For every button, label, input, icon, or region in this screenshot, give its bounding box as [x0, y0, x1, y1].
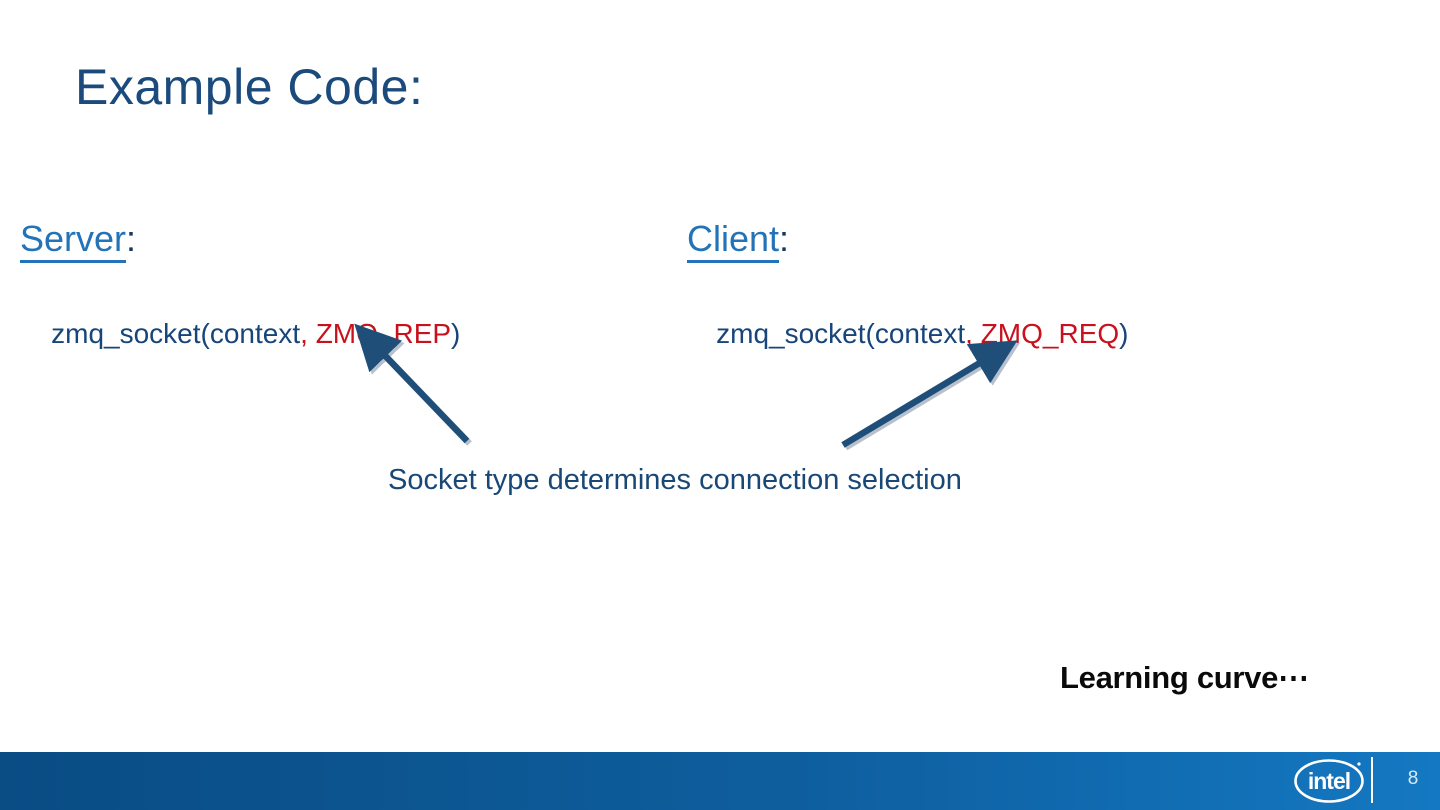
footer-bar	[0, 752, 1440, 810]
arrow-left	[354, 323, 470, 444]
footer-separator	[1371, 757, 1373, 803]
client-code-comma: ,	[965, 318, 981, 349]
client-code-pre: zmq_socket(context	[716, 318, 966, 349]
server-code-close: )	[451, 318, 461, 349]
client-heading: Client:	[687, 218, 790, 263]
server-heading: Server:	[20, 218, 137, 263]
slide-title: Example Code:	[75, 59, 424, 115]
client-code-line: zmq_socket(context, ZMQ_REQ)	[685, 286, 1128, 382]
server-label: Server	[20, 218, 127, 263]
learning-curve-note: Learning curve⋯	[1060, 660, 1309, 695]
page-number: 8	[1407, 768, 1419, 789]
server-code-pre: zmq_socket(context	[51, 318, 301, 349]
server-code-comma: ,	[300, 318, 316, 349]
caption-text: Socket type determines connection select…	[388, 464, 962, 496]
client-label: Client	[687, 218, 780, 263]
arrow-right	[841, 340, 1018, 448]
intel-logo-text: intel	[1308, 768, 1350, 794]
server-colon: :	[126, 218, 137, 259]
arrows-graphic	[354, 323, 1021, 451]
client-colon: :	[779, 218, 790, 259]
intel-logo: intel	[1294, 759, 1364, 803]
client-code-close: )	[1119, 318, 1129, 349]
arrow-right-shadow	[843, 342, 1021, 451]
